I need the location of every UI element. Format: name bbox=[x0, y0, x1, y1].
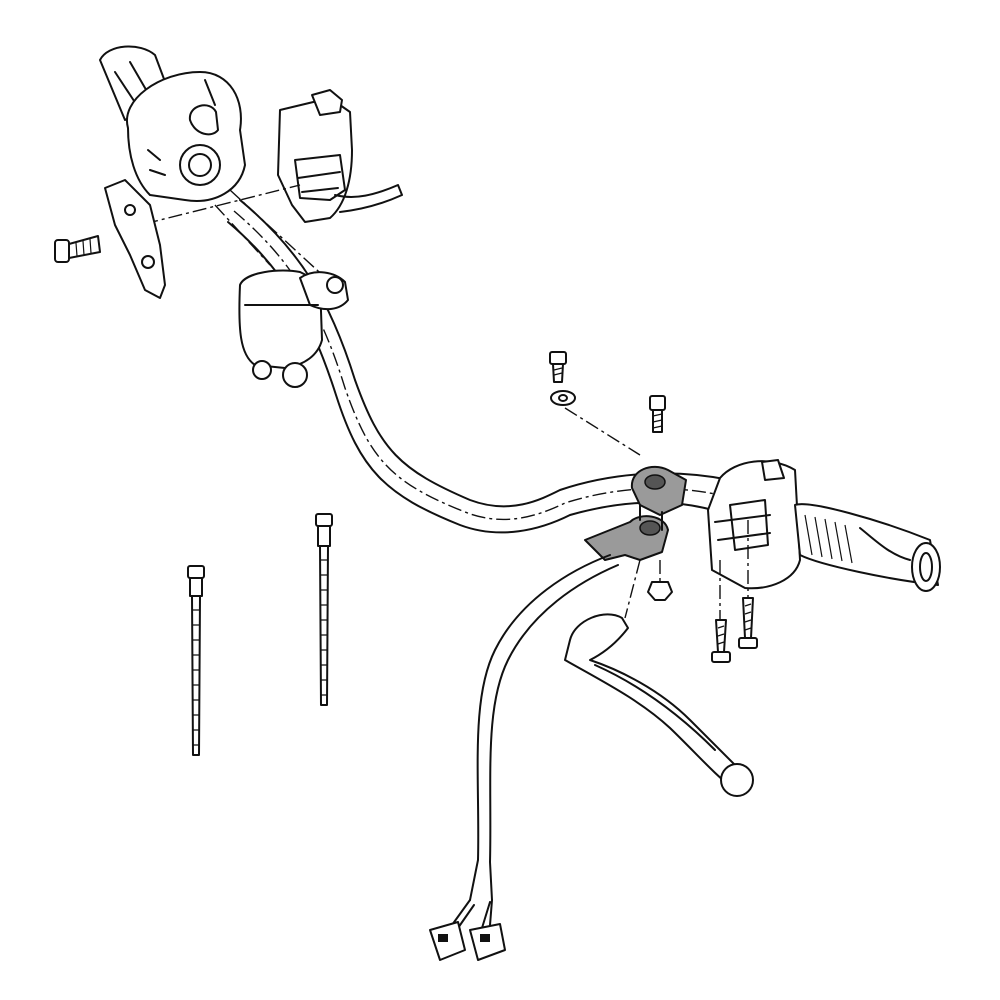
connectors bbox=[429, 921, 506, 961]
left-switch-housing bbox=[99, 45, 246, 202]
master-cylinder bbox=[238, 269, 349, 388]
clamp-nut bbox=[647, 560, 673, 601]
housing-screw bbox=[54, 235, 101, 263]
throttle-grip bbox=[794, 503, 941, 592]
lever-bracket-clamp bbox=[584, 465, 687, 561]
washer bbox=[550, 390, 576, 406]
assembly-line-washer bbox=[564, 407, 641, 456]
cable-tie-long bbox=[315, 513, 333, 706]
mounting-bracket bbox=[104, 179, 166, 299]
lever bbox=[564, 559, 754, 797]
clamp-bolt bbox=[649, 395, 666, 433]
wiring-harness bbox=[451, 554, 619, 929]
housing-screws bbox=[711, 520, 758, 663]
right-switch-housing bbox=[707, 459, 801, 590]
cable-tie-short bbox=[187, 565, 205, 756]
left-switch-housing-cover bbox=[277, 89, 403, 223]
clamp-bolt-upper bbox=[549, 351, 567, 383]
